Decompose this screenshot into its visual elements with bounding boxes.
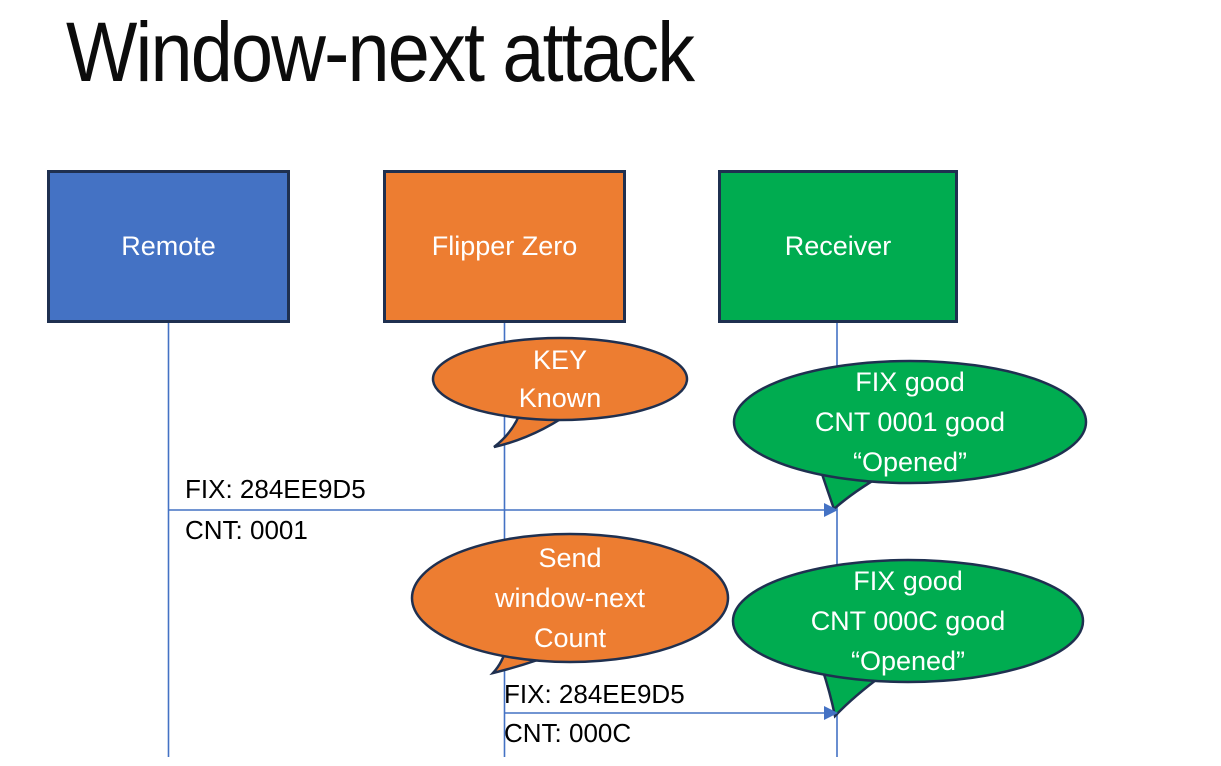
callout-line: FIX good bbox=[855, 367, 965, 397]
callout-line: window-next bbox=[494, 583, 646, 613]
callout-line: KEY bbox=[532, 345, 588, 375]
actor-box-remote: Remote bbox=[47, 170, 290, 323]
callout-line: CNT 0001 good bbox=[814, 407, 1006, 437]
callout-opened-second-bubble bbox=[731, 558, 1085, 684]
actor-label-flipper-zero: Flipper Zero bbox=[431, 231, 578, 261]
callout-line: “Opened” bbox=[850, 646, 966, 676]
callout-line: Count bbox=[533, 623, 607, 653]
callout-send-window-next-bubble bbox=[410, 532, 730, 664]
actor-label-remote: Remote bbox=[121, 231, 216, 261]
callout-opened-first-text: FIX good CNT 0001 good “Opened” bbox=[735, 362, 1085, 482]
callout-line: FIX good bbox=[853, 566, 963, 596]
callout-send-window-next-text: Send window-next Count bbox=[413, 538, 727, 658]
callout-key-known-bubble bbox=[431, 336, 689, 422]
actor-box-receiver: Receiver bbox=[718, 170, 958, 323]
message-1-label-top: FIX: 284EE9D5 bbox=[185, 474, 366, 504]
message-2-arrowhead bbox=[824, 706, 838, 720]
message-2-label-top: FIX: 284EE9D5 bbox=[504, 679, 685, 709]
message-1-label-bottom: CNT: 0001 bbox=[185, 515, 308, 545]
message-2-label-bottom: CNT: 000C bbox=[504, 718, 632, 748]
actor-label-receiver: Receiver bbox=[784, 231, 892, 261]
callout-line: “Opened” bbox=[852, 447, 968, 477]
callout-line: Send bbox=[538, 543, 602, 573]
callout-line: Known bbox=[518, 383, 602, 413]
callout-key-known-text: KEY Known bbox=[433, 341, 687, 417]
page-title: Window-next attack bbox=[66, 5, 695, 99]
callout-opened-first-bubble bbox=[732, 359, 1088, 485]
callout-line: CNT 000C good bbox=[810, 606, 1006, 636]
callout-opened-second-text: FIX good CNT 000C good “Opened” bbox=[733, 561, 1083, 681]
actor-box-flipper-zero: Flipper Zero bbox=[383, 170, 626, 323]
message-1-arrowhead bbox=[824, 503, 838, 517]
